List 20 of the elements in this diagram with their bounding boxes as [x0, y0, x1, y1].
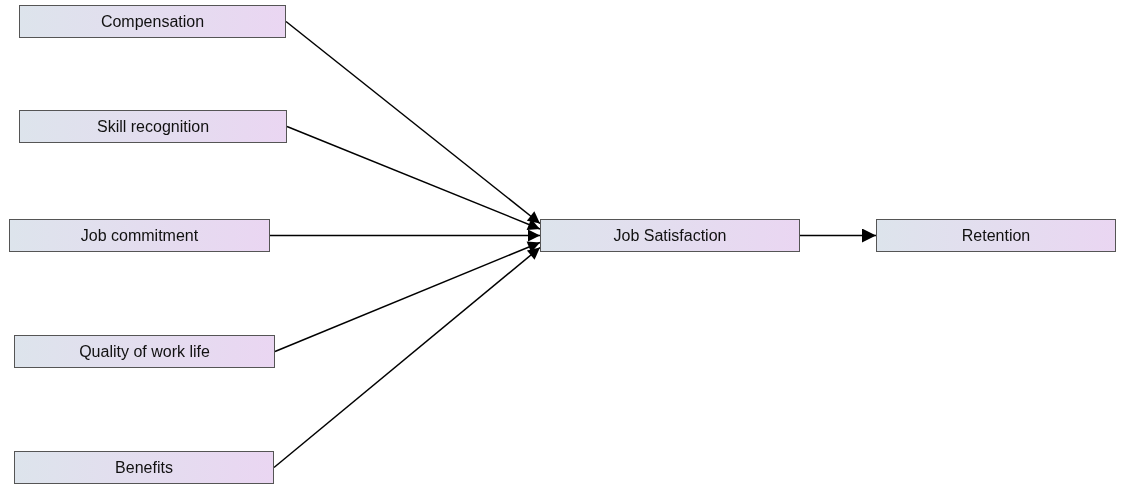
box-label: Quality of work life: [79, 342, 210, 361]
box-label: Benefits: [115, 458, 173, 477]
process-box: [9, 219, 270, 252]
process-box: [19, 5, 286, 38]
process-box: [14, 335, 275, 368]
arrow: [269, 229, 541, 242]
process-box: [19, 110, 287, 143]
arrow: [286, 125, 541, 230]
box-label: Job Satisfaction: [613, 226, 727, 245]
arrow: [285, 20, 541, 225]
process-box: [540, 219, 800, 252]
arrow: [799, 228, 877, 243]
box-label: Compensation: [100, 12, 205, 31]
box-label: Retention: [961, 226, 1031, 245]
process-box: [876, 219, 1116, 252]
arrow: [273, 246, 541, 469]
arrow: [274, 241, 541, 353]
box-label: Skill recognition: [96, 117, 210, 136]
box-label: Job commitment: [80, 226, 199, 245]
process-box: [14, 451, 274, 484]
